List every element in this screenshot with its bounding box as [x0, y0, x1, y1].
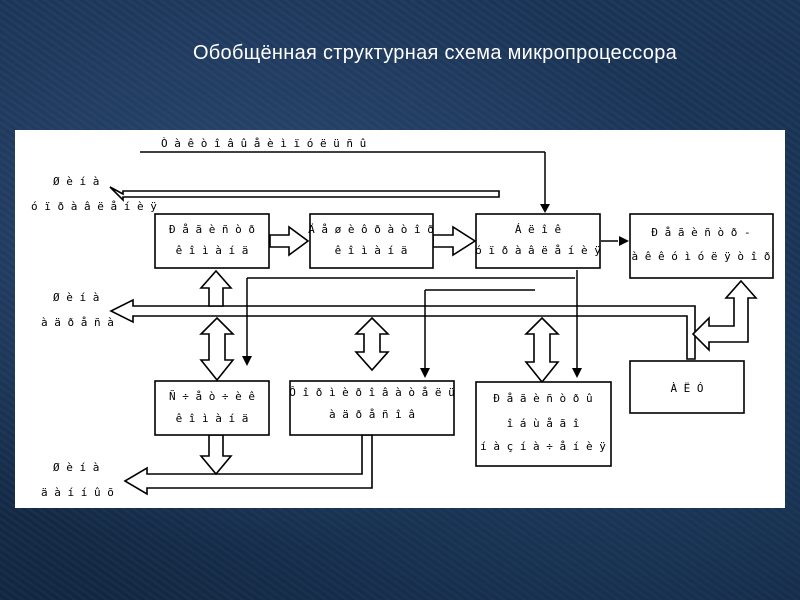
instruction-register-label-1: Ð å ã è ñ ò ð: [169, 223, 255, 236]
flag-register-label-2: à ê ê ó ì ó ë ÿ ò î ð: [631, 250, 770, 263]
flow-arrow-bus-pc: [199, 316, 235, 382]
flow-arrow-pc-data: [199, 434, 233, 476]
flow-arrow-flags-alu: [691, 279, 758, 352]
address-former-label-1: Ô î ð ì è ð î â à ò å ë ü: [289, 386, 455, 399]
slide-title: Обобщённая структурная схема микропроцес…: [192, 42, 678, 64]
block-diagram: Ð å ã è ñ ò ð ê î ì à í ä Ä å ø è ô ð à …: [31, 137, 774, 499]
data-bus: [123, 434, 373, 496]
data-bus-label-1: Ø è í à: [53, 461, 99, 474]
data-bus-label-2: ä à í í û õ: [41, 486, 114, 499]
general-registers-label-2: î á ù å ã î: [507, 417, 580, 430]
instruction-decoder-block: [309, 213, 434, 269]
flow-arrow-decoder-control: [432, 225, 477, 257]
flow-arrow-bus-gpr: [524, 316, 560, 384]
control-signals-label: Ò à ê ò î â û å è ì ï ó ë ü ñ û: [161, 137, 366, 150]
diagram-panel: Ð å ã è ñ ò ð ê î ì à í ä Ä å ø è ô ð à …: [15, 130, 785, 508]
control-arrowheads: [242, 204, 629, 378]
general-registers-block: [475, 381, 612, 467]
address-former-block: [289, 380, 455, 436]
address-bus-label-2: à ä ð å ñ à: [41, 316, 114, 329]
control-unit-block: [475, 213, 601, 269]
alu-label: À Ë Ó: [670, 382, 703, 395]
flag-register-label-1: Ð å ã è ñ ò ð -: [651, 226, 750, 239]
flow-arrow-bus-ir: [199, 269, 233, 307]
flag-register-block: [629, 213, 774, 279]
program-counter-block: [154, 380, 270, 436]
program-counter-label-1: Ñ ÷ å ò ÷ è ê: [169, 390, 255, 403]
address-bus-label-1: Ø è í à: [53, 291, 99, 304]
address-former-label-2: à ä ð å ñ î â: [329, 408, 415, 421]
flow-arrow-bus-addr: [354, 316, 390, 372]
general-registers-label-3: í à ç í à ÷ å í è ÿ: [480, 440, 606, 453]
flow-arrow-ir-decoder: [269, 225, 310, 257]
control-bus-label-1: Ø è í à: [53, 175, 99, 188]
control-bus-label-2: ó ï ð à â ë å í è ÿ: [31, 200, 157, 213]
instruction-register-label-2: ê î ì à í ä: [176, 244, 249, 257]
program-counter-label-2: ê î ì à í ä: [176, 412, 249, 425]
control-lines: [140, 151, 618, 370]
control-unit-label-2: ó ï ð à â ë å í è ÿ: [475, 244, 601, 257]
control-bus: [109, 186, 500, 202]
general-registers-label-1: Ð å ã è ñ ò ð û: [493, 392, 592, 405]
address-bus: [109, 298, 696, 360]
instruction-decoder-label-1: Ä å ø è ô ð à ò î ð: [308, 223, 434, 236]
instruction-register-block: [154, 213, 270, 269]
alu-block: [629, 360, 745, 414]
control-unit-label-1: Á ë î ê: [515, 223, 561, 236]
instruction-decoder-label-2: ê î ì à í ä: [335, 244, 408, 257]
